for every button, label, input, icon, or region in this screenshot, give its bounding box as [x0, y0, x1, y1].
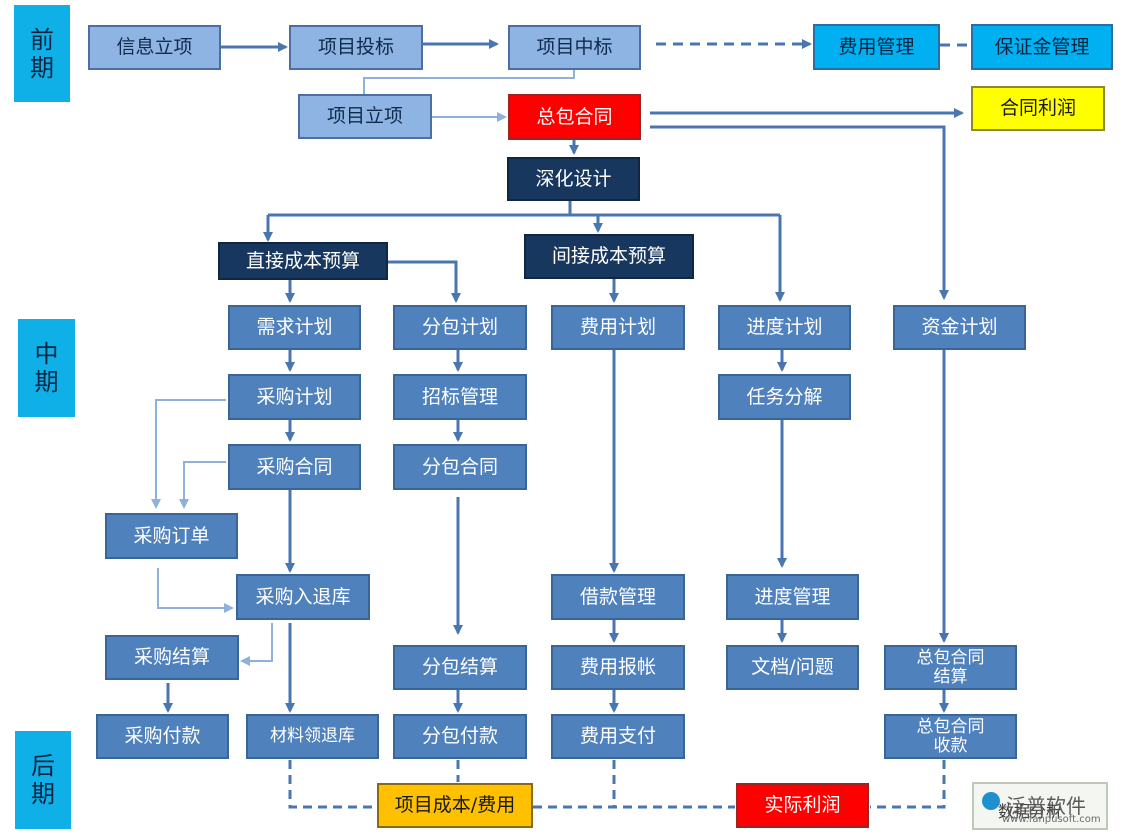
- node-purchase-settlement: 采购结算: [105, 635, 239, 680]
- watermark-logo: 数据分析 泛普软件 www.fanpusoft.com: [972, 782, 1108, 830]
- node-deposit-mgmt: 保证金管理: [971, 24, 1113, 70]
- node-detailed-design: 深化设计: [507, 157, 640, 201]
- node-bidding: 项目投标: [289, 25, 423, 70]
- node-info-setup: 信息立项: [88, 25, 221, 70]
- node-purchase-inout: 采购入退库: [236, 574, 370, 620]
- node-expense-plan: 费用计划: [551, 305, 685, 350]
- node-progress-mgmt: 进度管理: [726, 574, 859, 620]
- watermark-under-text: 数据分析: [998, 802, 1063, 821]
- node-loan-mgmt: 借款管理: [551, 574, 685, 620]
- node-gc-collection: 总包合同 收款: [884, 714, 1017, 759]
- node-expense-claim: 费用报帐: [551, 645, 685, 690]
- node-winning: 项目中标: [508, 25, 641, 70]
- node-subcontract-plan: 分包计划: [393, 305, 527, 350]
- phase-label-late: 后 期: [15, 731, 71, 829]
- node-tender-mgmt: 招标管理: [393, 374, 527, 420]
- phase-label-early: 前 期: [14, 5, 70, 102]
- brand-logo-icon: [982, 792, 1000, 810]
- node-project-cost: 项目成本/费用: [377, 783, 533, 828]
- node-gc-settlement: 总包合同 结算: [884, 645, 1017, 690]
- node-expense-mgmt: 费用管理: [813, 24, 940, 70]
- node-task-breakdown: 任务分解: [718, 374, 851, 420]
- node-indirect-cost-budget: 间接成本预算: [524, 234, 694, 279]
- node-subcontract: 分包合同: [393, 444, 527, 490]
- node-docs-issues: 文档/问题: [726, 645, 859, 690]
- node-expense-payment: 费用支付: [551, 714, 685, 759]
- watermark-brand: 泛普软件: [1006, 794, 1086, 818]
- node-direct-cost-budget: 直接成本预算: [218, 242, 388, 280]
- node-subcontract-settlement: 分包结算: [393, 645, 527, 690]
- node-actual-profit: 实际利润: [736, 783, 869, 828]
- node-fund-plan: 资金计划: [893, 305, 1026, 350]
- node-purchase-order: 采购订单: [105, 513, 238, 559]
- watermark-url: www.fanpusoft.com: [1002, 814, 1101, 825]
- node-general-contract: 总包合同: [508, 94, 641, 140]
- node-subcontract-payment: 分包付款: [393, 714, 527, 759]
- node-progress-plan: 进度计划: [718, 305, 851, 350]
- node-demand-plan: 需求计划: [228, 305, 361, 350]
- node-contract-profit: 合同利润: [971, 86, 1105, 131]
- node-purchase-payment: 采购付款: [96, 714, 229, 759]
- phase-label-middle: 中 期: [18, 319, 75, 417]
- node-purchase-plan: 采购计划: [228, 374, 361, 420]
- node-material-issue: 材料领退库: [246, 714, 379, 759]
- node-purchase-contract: 采购合同: [228, 444, 361, 490]
- node-project-setup: 项目立项: [298, 94, 432, 139]
